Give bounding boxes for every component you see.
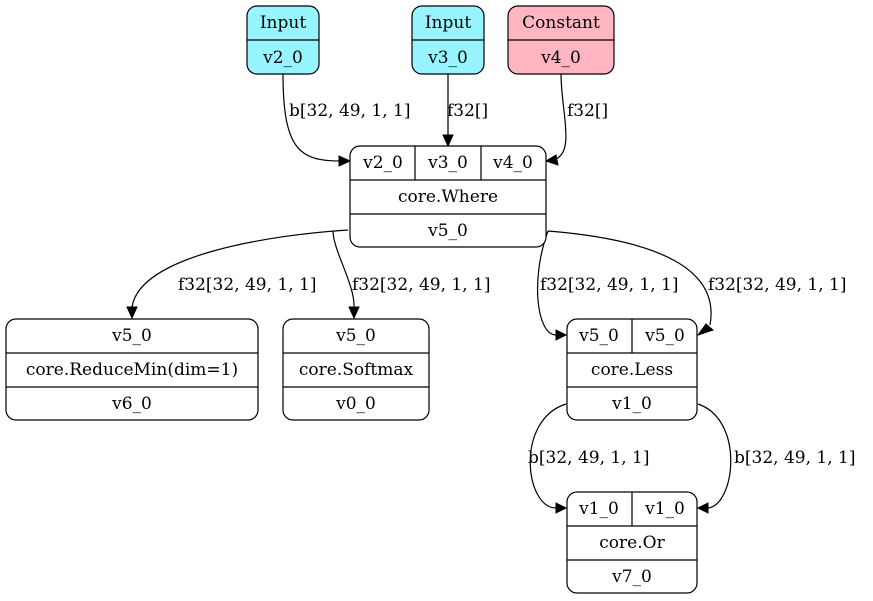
node-output: v1_0 [611, 394, 652, 414]
node-input-port: v5_0 [578, 326, 619, 346]
edge-v3-to-where: f32[] [442, 74, 488, 148]
node-reducemin[interactable]: v5_0 core.ReduceMin(dim=1) v6_0 [5, 318, 259, 421]
edge-label-v4-to-where: f32[] [567, 101, 608, 121]
node-op: core.Softmax [299, 360, 414, 380]
edge-label-where-to-softmax: f32[32, 49, 1, 1] [352, 275, 491, 295]
edge-where-to-softmax: f32[32, 49, 1, 1] [332, 230, 491, 320]
node-output: v7_0 [611, 567, 652, 587]
node-title: Constant [522, 13, 600, 33]
node-where[interactable]: v2_0 v3_0 v4_0 core.Where v5_0 [349, 145, 547, 248]
node-output: v0_0 [335, 394, 376, 414]
node-softmax[interactable]: v5_0 core.Softmax v0_0 [282, 318, 430, 421]
node-less[interactable]: v5_0 v5_0 core.Less v1_0 [566, 318, 698, 421]
node-op: core.ReduceMin(dim=1) [26, 360, 238, 380]
edge-less-to-or-b: b[32, 49, 1, 1] [696, 403, 855, 514]
edges: b[32, 49, 1, 1] f32[] f32[] f32[32, 49, … [126, 73, 855, 514]
node-or[interactable]: v1_0 v1_0 core.Or v7_0 [566, 491, 698, 594]
edge-where-to-less-b: f32[32, 49, 1, 1] [547, 230, 847, 336]
edge-label-where-to-reducemin: f32[32, 49, 1, 1] [178, 275, 317, 295]
node-input-port: v3_0 [427, 153, 468, 173]
node-op: core.Or [599, 533, 665, 553]
edge-v4-to-where: f32[] [544, 73, 608, 166]
node-input-port: v5_0 [335, 326, 376, 346]
edge-less-to-or-a: b[32, 49, 1, 1] [528, 403, 649, 514]
node-title: Input [260, 13, 306, 33]
node-input-port: v4_0 [492, 153, 533, 173]
node-input-v2[interactable]: Input v2_0 [246, 5, 320, 75]
node-input-port: v1_0 [578, 499, 619, 519]
node-output: v5_0 [427, 221, 468, 241]
edge-v2-to-where: b[32, 49, 1, 1] [282, 73, 410, 167]
node-output: v6_0 [111, 394, 152, 414]
node-output: v4_0 [540, 48, 581, 68]
node-input-port: v5_0 [644, 326, 685, 346]
node-constant-v4[interactable]: Constant v4_0 [507, 5, 615, 75]
node-output: v3_0 [427, 48, 468, 68]
edge-label-less-to-or-b: b[32, 49, 1, 1] [734, 448, 855, 468]
edge-label-less-to-or-a: b[32, 49, 1, 1] [528, 448, 649, 468]
node-input-v3[interactable]: Input v3_0 [411, 5, 485, 75]
edge-label-v2-to-where: b[32, 49, 1, 1] [289, 101, 410, 121]
nodes: Input v2_0 Input v3_0 Constant v4_0 v2_0… [5, 5, 698, 594]
node-op: core.Where [398, 187, 498, 207]
node-title: Input [425, 13, 471, 33]
edge-where-to-less-a: f32[32, 49, 1, 1] [536, 230, 679, 341]
node-op: core.Less [591, 360, 673, 380]
edge-label-where-to-less-b: f32[32, 49, 1, 1] [708, 275, 847, 295]
node-input-port: v1_0 [644, 499, 685, 519]
node-output: v2_0 [262, 48, 303, 68]
edge-where-to-reducemin: f32[32, 49, 1, 1] [126, 229, 349, 320]
edge-label-where-to-less-a: f32[32, 49, 1, 1] [540, 275, 679, 295]
node-input-port: v2_0 [362, 153, 403, 173]
edge-label-v3-to-where: f32[] [447, 101, 488, 121]
node-input-port: v5_0 [111, 326, 152, 346]
